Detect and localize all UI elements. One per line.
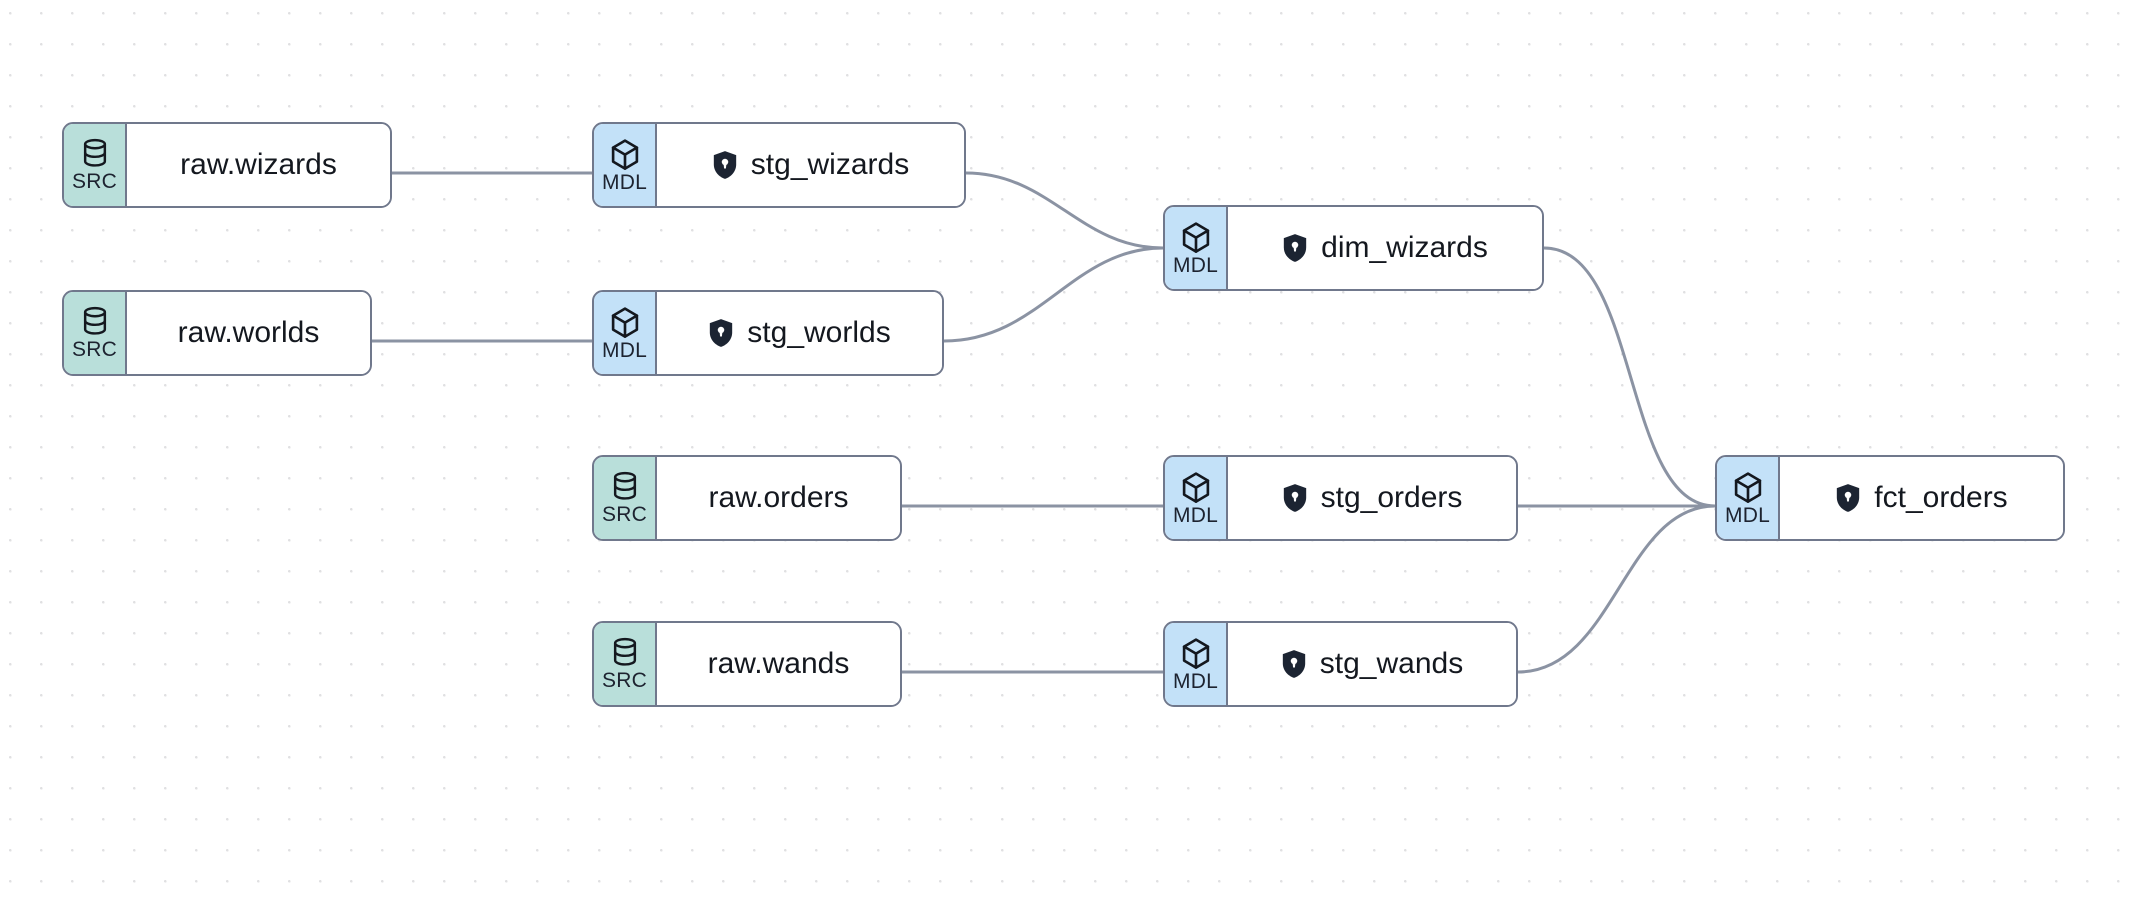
- node-label: stg_wands: [1319, 647, 1464, 680]
- node-type-label: MDL: [1173, 669, 1218, 693]
- node-label: raw.wands: [707, 647, 850, 680]
- node-body: raw.orders: [657, 457, 900, 539]
- node-type-label: MDL: [1173, 253, 1218, 277]
- node-type-badge-mdl: MDL: [1717, 457, 1780, 539]
- node-type-label: SRC: [602, 503, 647, 526]
- node-label: raw.worlds: [177, 316, 320, 349]
- shield-lock-icon: [1282, 483, 1308, 513]
- node-type-badge-mdl: MDL: [594, 292, 657, 374]
- node-label: raw.wizards: [180, 148, 337, 181]
- node-type-badge-mdl: MDL: [594, 124, 657, 206]
- node-body: raw.wizards: [127, 124, 390, 206]
- node-type-label: MDL: [602, 338, 647, 362]
- node-body: stg_wizards: [657, 124, 964, 206]
- database-icon: [610, 637, 640, 669]
- cube-icon: [609, 138, 641, 171]
- node-stg-orders[interactable]: MDL stg_orders: [1163, 455, 1518, 541]
- node-type-badge-mdl: MDL: [1165, 207, 1228, 289]
- node-body: stg_orders: [1228, 457, 1516, 539]
- edge-stg-worlds-to-dim-wizards: [942, 246, 1165, 343]
- node-stg-worlds[interactable]: MDL stg_worlds: [592, 290, 944, 376]
- shield-lock-icon: [1835, 483, 1861, 513]
- shield-lock-icon: [708, 318, 734, 348]
- database-icon: [610, 471, 640, 503]
- node-body: stg_wands: [1228, 623, 1516, 705]
- shield-lock-icon: [1282, 233, 1308, 263]
- node-body: dim_wizards: [1228, 207, 1542, 289]
- node-label: stg_wizards: [750, 148, 910, 181]
- node-type-label: MDL: [1725, 503, 1770, 527]
- shield-lock-icon: [712, 150, 738, 180]
- node-type-badge-src: SRC: [594, 457, 657, 539]
- node-body: raw.wands: [657, 623, 900, 705]
- database-icon: [80, 138, 110, 170]
- node-type-badge-src: SRC: [64, 292, 127, 374]
- database-icon: [80, 306, 110, 338]
- edge-stg-wands-to-fct-orders: [1516, 504, 1717, 674]
- node-raw-wands[interactable]: SRC raw.wands: [592, 621, 902, 707]
- node-label: raw.orders: [708, 481, 849, 514]
- node-type-badge-src: SRC: [64, 124, 127, 206]
- node-dim-wizards[interactable]: MDL dim_wizards: [1163, 205, 1544, 291]
- node-stg-wizards[interactable]: MDL stg_wizards: [592, 122, 966, 208]
- node-body: stg_worlds: [657, 292, 942, 374]
- node-label: stg_worlds: [747, 316, 891, 349]
- cube-icon: [1180, 221, 1212, 254]
- edge-stg-wizards-to-dim-wizards: [964, 171, 1165, 250]
- node-type-label: MDL: [1173, 503, 1218, 527]
- node-type-badge-src: SRC: [594, 623, 657, 705]
- node-type-label: MDL: [602, 170, 647, 194]
- edge-dim-wizards-to-fct-orders: [1542, 246, 1717, 508]
- cube-icon: [1180, 637, 1212, 670]
- node-type-label: SRC: [72, 338, 117, 361]
- node-label: fct_orders: [1874, 481, 2008, 514]
- node-type-badge-mdl: MDL: [1165, 623, 1228, 705]
- node-body: raw.worlds: [127, 292, 370, 374]
- shield-lock-icon: [1281, 649, 1307, 679]
- node-raw-wizards[interactable]: SRC raw.wizards: [62, 122, 392, 208]
- cube-icon: [609, 306, 641, 339]
- node-raw-worlds[interactable]: SRC raw.worlds: [62, 290, 372, 376]
- node-raw-orders[interactable]: SRC raw.orders: [592, 455, 902, 541]
- node-stg-wands[interactable]: MDL stg_wands: [1163, 621, 1518, 707]
- cube-icon: [1180, 471, 1212, 504]
- node-label: dim_wizards: [1321, 231, 1488, 264]
- cube-icon: [1732, 471, 1764, 504]
- node-type-label: SRC: [602, 669, 647, 692]
- node-fct-orders[interactable]: MDL fct_orders: [1715, 455, 2065, 541]
- node-type-badge-mdl: MDL: [1165, 457, 1228, 539]
- node-type-label: SRC: [72, 170, 117, 193]
- node-body: fct_orders: [1780, 457, 2063, 539]
- node-label: stg_orders: [1320, 481, 1463, 514]
